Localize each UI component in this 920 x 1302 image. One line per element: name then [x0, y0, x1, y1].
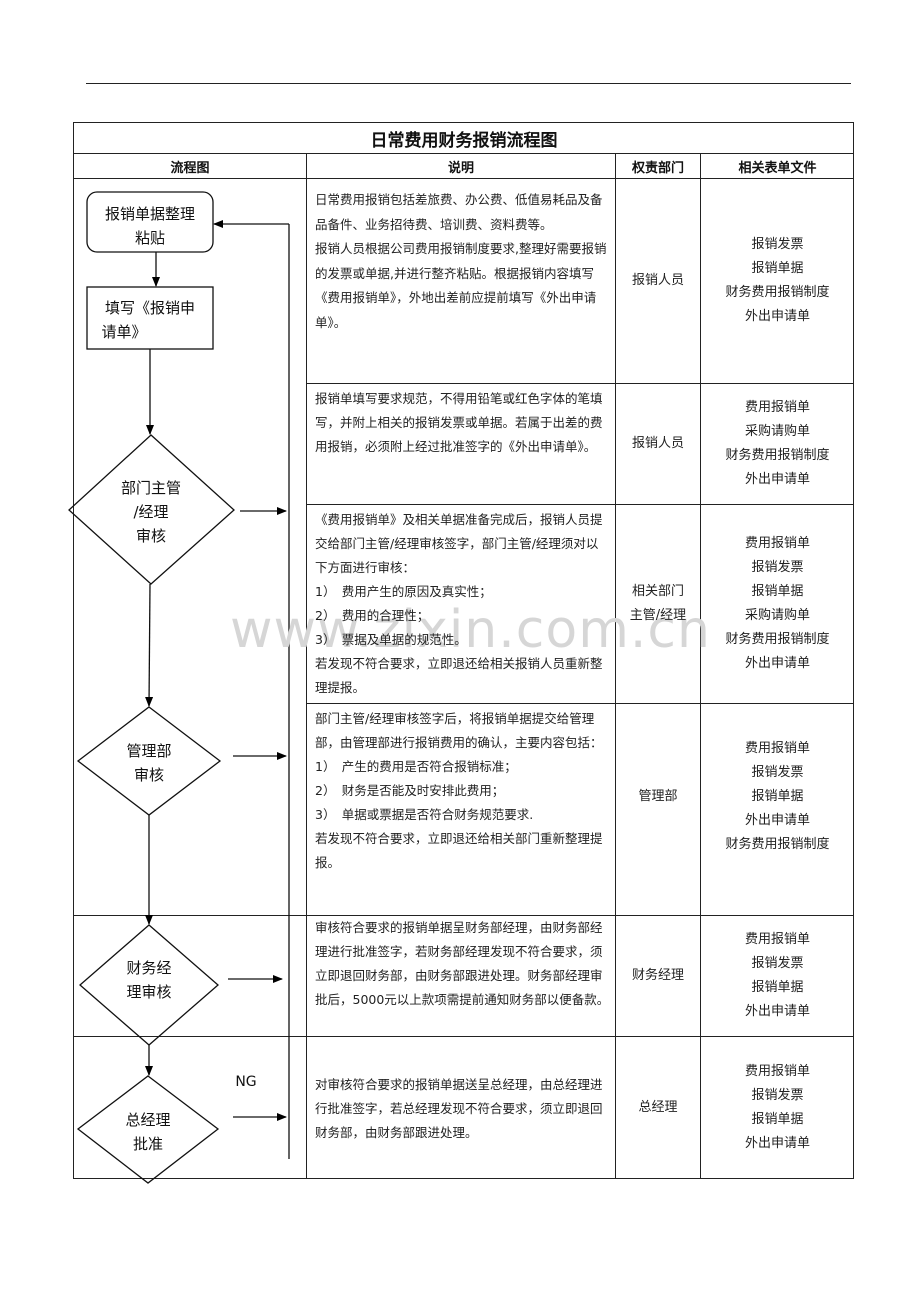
col-divider-2	[615, 153, 616, 1179]
n2-line1: 填写《报销申	[105, 299, 195, 317]
row2-desc: 报销单填写要求规范，不得用铅笔或红色字体的笔填写，并附上相关的报销发票或单据。若…	[315, 391, 603, 454]
n3-line3: 审核	[136, 527, 166, 545]
col-divider-3	[700, 153, 701, 1179]
row5-forms: 费用报销单报销发票 报销单据外出申请单	[744, 932, 810, 1019]
row4-desc: 部门主管/经理审核签字后，将报销单据提交给管理部，由管理部进行报销费用的确认，主…	[315, 711, 603, 870]
row6-dept: 总经理	[638, 1100, 678, 1115]
n3-line2: /经理	[133, 503, 168, 521]
title-divider	[73, 153, 854, 154]
row4-forms: 费用报销单报销发票 报销单据外出申请单 财务费用报销制度	[725, 741, 830, 852]
row-divider-3	[306, 703, 854, 704]
row1-dept: 报销人员	[631, 273, 684, 288]
n1-line2: 粘贴	[135, 229, 165, 247]
n6-line2: 批准	[133, 1135, 163, 1153]
row3-forms: 费用报销单报销发票 报销单据采购请购单 财务费用报销制度外出申请单	[725, 536, 830, 671]
n1-line1: 报销单据整理	[105, 205, 195, 223]
row1-desc: 日常费用报销包括差旅费、办公费、低值易耗品及备品备件、业务招待费、培训费、资料费…	[315, 192, 607, 330]
header-flow: 流程图	[170, 160, 210, 176]
row2-dept: 报销人员	[631, 436, 684, 451]
row5-desc: 审核符合要求的报销单据呈财务部经理，由财务部经理进行批准签字，若财务部经理发现不…	[315, 920, 610, 1007]
row6-desc: 对审核符合要求的报销单据送呈总经理，由总经理进行批准签字，若总经理发现不符合要求…	[315, 1077, 603, 1140]
n5-line1: 财务经	[126, 959, 171, 977]
row6-forms: 费用报销单报销发票 报销单据外出申请单	[744, 1064, 810, 1151]
n4-line2: 审核	[134, 766, 164, 784]
row-divider-1	[306, 383, 854, 384]
row2-forms: 费用报销单采购请购单 财务费用报销制度外出申请单	[725, 400, 830, 487]
n3-line1: 部门主管	[121, 479, 181, 497]
header-desc: 说明	[447, 160, 474, 176]
row-divider-4	[73, 915, 854, 916]
header-dept: 权责部门	[631, 160, 684, 176]
flow-node-dept-review	[68, 434, 235, 585]
header-forms: 相关表单文件	[738, 160, 817, 176]
row-divider-2	[306, 504, 854, 505]
header-rule	[86, 83, 851, 84]
connector-3	[145, 583, 154, 707]
header-divider	[73, 178, 854, 179]
n5-line2: 理审核	[126, 983, 171, 1001]
table-frame	[73, 122, 854, 1179]
row4-dept: 管理部	[638, 789, 678, 804]
col-divider-1	[306, 153, 307, 1179]
row5-dept: 财务经理	[631, 968, 684, 983]
n4-line1: 管理部	[126, 742, 171, 760]
row3-dept: 相关部门主管/经理	[629, 584, 687, 623]
row1-forms: 报销发票报销单据 财务费用报销制度外出申请单	[725, 237, 830, 324]
ng-label: NG	[235, 1074, 256, 1090]
flow-node-admin-review	[76, 706, 222, 816]
watermark: www.zixin.com.cn	[230, 600, 711, 660]
row-divider-5	[73, 1036, 854, 1037]
n6-line1: 总经理	[125, 1111, 170, 1129]
page-title: 日常费用财务报销流程图	[370, 130, 558, 151]
row3-desc: 《费用报销单》及相关单据准备完成后，报销人员提交给部门主管/经理审核签字，部门主…	[315, 512, 603, 695]
n2-line2: 请单》	[101, 323, 146, 341]
flow-node-gm-approval	[76, 1075, 220, 1184]
